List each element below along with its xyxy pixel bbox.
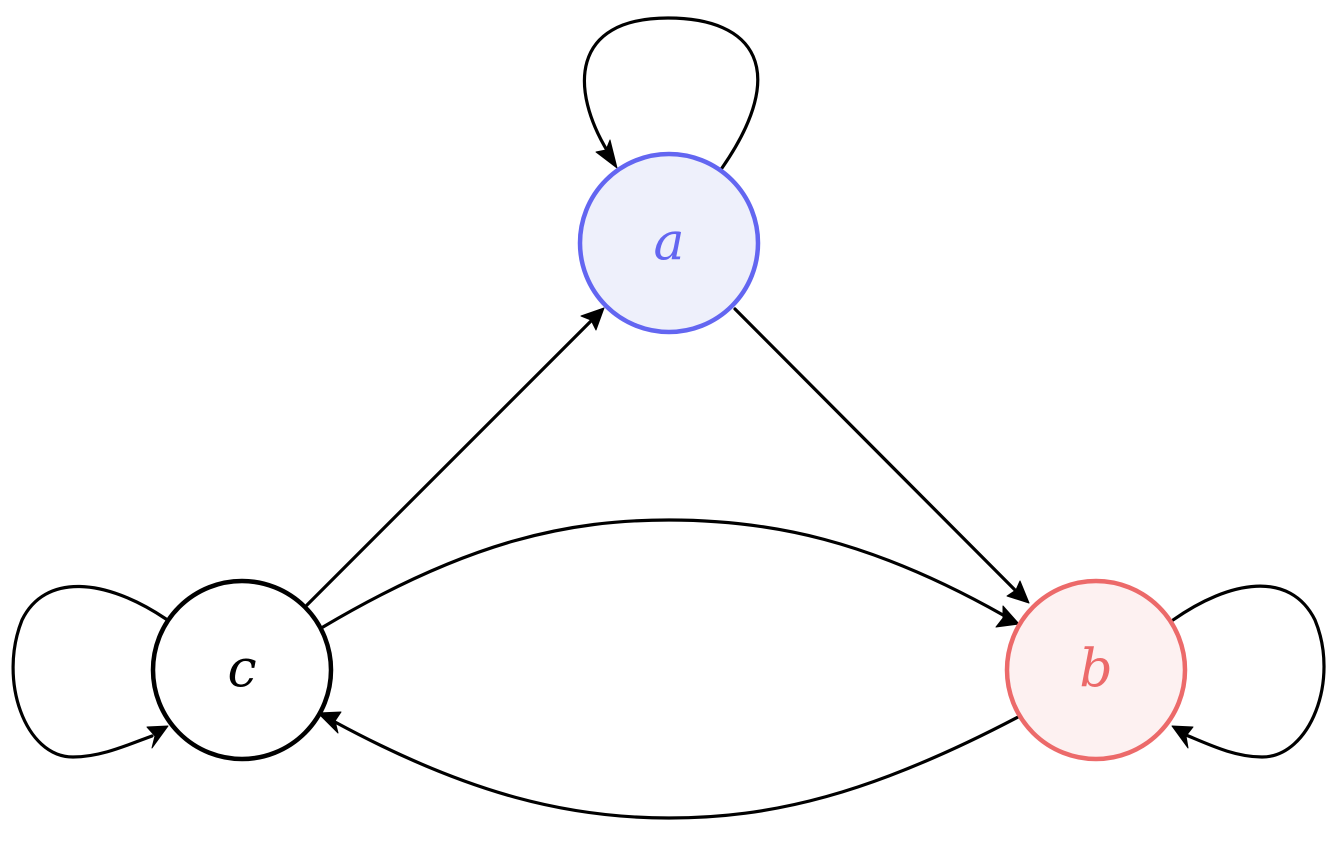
edge-a-a-self-loop <box>582 16 760 170</box>
arrowhead-a-b <box>1006 580 1030 604</box>
node-c: c <box>150 578 334 762</box>
node-b-circle <box>1004 578 1188 762</box>
node-c-circle <box>150 578 334 762</box>
node-c-label: c <box>227 640 256 700</box>
arrowhead-c-c <box>146 725 169 749</box>
arrowhead-c-b <box>995 605 1020 628</box>
edge-b-b-self-loop <box>1171 584 1326 759</box>
edge-c-b <box>321 518 1005 629</box>
node-a-circle <box>577 151 761 335</box>
edge-b-c <box>333 714 1022 820</box>
edge-c-c-self-loop <box>11 584 168 759</box>
arrowhead-c-a <box>580 307 605 331</box>
node-a-label: a <box>653 213 684 273</box>
node-b-label: b <box>1079 640 1112 700</box>
node-b: b <box>1004 578 1188 762</box>
edge-a-b <box>733 307 1019 594</box>
arrowhead-a-a <box>595 139 618 169</box>
arrowhead-b-c <box>317 711 342 734</box>
arrowhead-b-b <box>1171 725 1194 749</box>
edges <box>11 16 1326 820</box>
node-a: a <box>577 151 761 335</box>
edge-c-a <box>305 319 593 607</box>
